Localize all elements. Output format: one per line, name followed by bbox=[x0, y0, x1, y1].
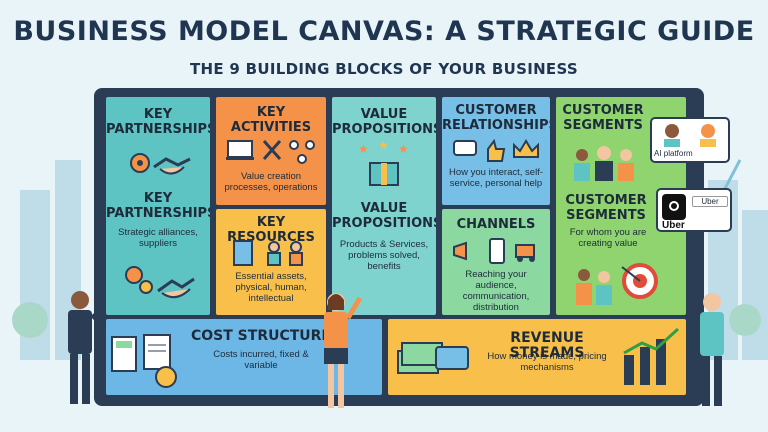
key-resources-desc: Essential assets, physical, human, intel… bbox=[235, 271, 307, 304]
revenue-streams-desc: How money is made, pricing mechanisms bbox=[487, 351, 607, 373]
revenue-streams-title: REVENUE STREAMS bbox=[509, 330, 585, 361]
avatars-icon bbox=[664, 124, 716, 147]
uber-card: Uber Uber bbox=[656, 188, 732, 232]
cost-structure-title: COST STRUCTURE bbox=[191, 328, 331, 344]
block-key-partnerships: KEY PARTNERSHIPS KEY PARTNERSHIPS Strate… bbox=[104, 95, 212, 317]
key-activities-desc: Value creation processes, operations bbox=[224, 171, 318, 193]
page-subtitle: THE 9 BUILDING BLOCKS OF YOUR BUSINESS bbox=[189, 60, 579, 78]
uber-tag: Uber bbox=[692, 196, 728, 207]
relationship-icons bbox=[453, 138, 539, 162]
money-card-icon bbox=[397, 342, 469, 374]
block-key-resources: KEY RESOURCES Essential assets, physical… bbox=[214, 207, 328, 317]
building-people-icon bbox=[233, 240, 303, 266]
svg-text:★: ★ bbox=[358, 142, 369, 156]
key-partnerships-title-repeat: KEY PARTNERSHIPS bbox=[106, 191, 212, 221]
cost-structure-desc: Costs incurred, fixed & variable bbox=[213, 349, 309, 371]
uber-logo-icon bbox=[662, 194, 686, 220]
gears-handshake-icon bbox=[125, 266, 195, 299]
customer-relationships-title: CUSTOMER RELATIONSHIPS bbox=[442, 103, 552, 133]
customer-segments-title: CUSTOMER SEGMENTS bbox=[562, 103, 644, 133]
svg-text:★: ★ bbox=[378, 141, 389, 152]
customer-relationships-desc: How you interact, self-service, personal… bbox=[449, 167, 543, 189]
channels-title: CHANNELS bbox=[456, 217, 536, 232]
activities-icons bbox=[226, 140, 315, 164]
channel-icons bbox=[453, 238, 535, 264]
key-activities-title: KEY ACTIVITIES bbox=[230, 105, 312, 135]
target-icon bbox=[576, 263, 658, 305]
gift-stars-icon: ★ ★ ★ bbox=[358, 141, 409, 186]
customer-segments-desc: For whom you are creating value bbox=[569, 227, 647, 249]
presenter-man-right bbox=[700, 293, 724, 406]
block-value-propositions: VALUE PROPOSITIONS ★ ★ ★ VALUE PROPOSITI… bbox=[330, 95, 438, 317]
block-channels: CHANNELS Reaching your audience, communi… bbox=[440, 207, 552, 317]
key-partnerships-desc: Strategic alliances, suppliers bbox=[118, 227, 198, 249]
handshake-icon bbox=[130, 153, 191, 175]
presenter-man-left bbox=[68, 291, 106, 404]
key-partnerships-title: KEY PARTNERSHIPS bbox=[106, 107, 212, 137]
calculator-invoice-icon bbox=[111, 334, 177, 388]
presenter-woman-center bbox=[324, 293, 362, 408]
block-customer-relationships: CUSTOMER RELATIONSHIPS How you interact,… bbox=[440, 95, 552, 207]
customers-icon bbox=[574, 146, 634, 181]
block-revenue-streams: REVENUE STREAMS How money is made, prici… bbox=[386, 317, 688, 397]
value-propositions-title-repeat: VALUE PROPOSITIONS bbox=[332, 201, 438, 231]
uber-logo-label: Uber bbox=[662, 220, 685, 231]
channels-desc: Reaching your audience, communication, d… bbox=[462, 269, 530, 313]
value-propositions-title: VALUE PROPOSITIONS bbox=[332, 107, 438, 137]
block-key-activities: KEY ACTIVITIES Value creation processes,… bbox=[214, 95, 328, 207]
value-propositions-desc: Products & Services, problems solved, be… bbox=[339, 239, 429, 272]
ai-platform-card: AI platform bbox=[650, 117, 730, 163]
ai-platform-label: AI platform bbox=[654, 149, 693, 158]
customer-segments-title-repeat: CUSTOMER SEGMENTS bbox=[565, 193, 647, 223]
growth-chart-icon bbox=[623, 327, 680, 385]
page-title: BUSINESS MODEL CANVAS: A STRATEGIC GUIDE bbox=[13, 16, 755, 47]
svg-text:★: ★ bbox=[398, 142, 409, 156]
